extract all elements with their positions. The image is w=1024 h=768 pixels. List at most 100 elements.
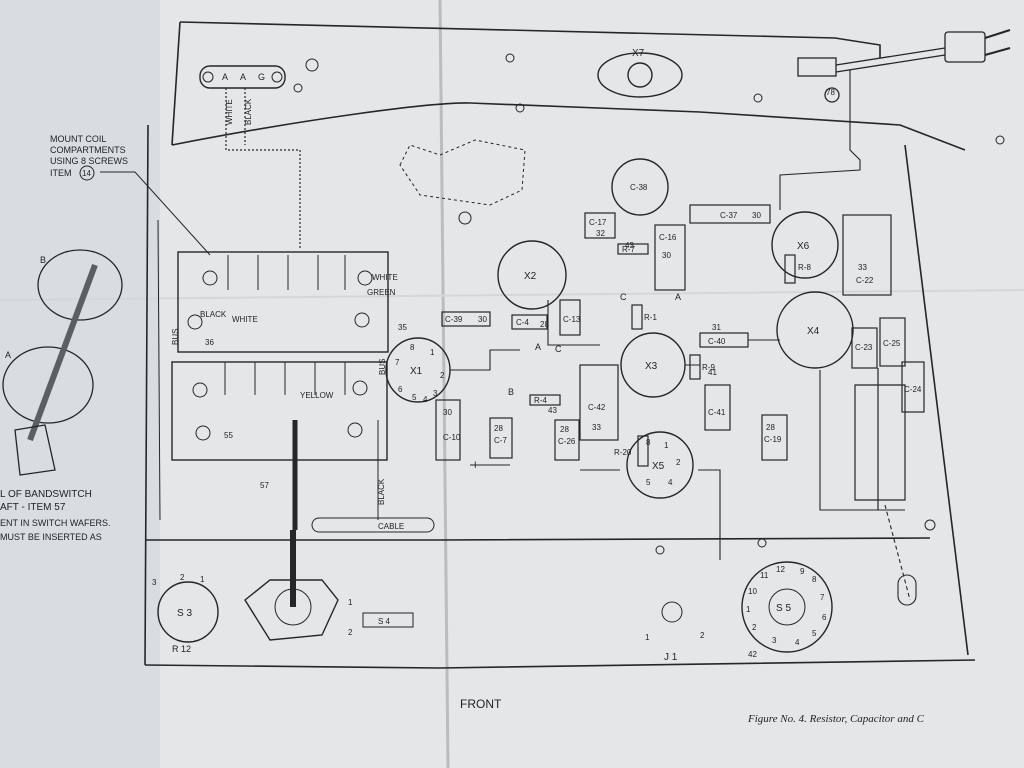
tube-label-x5: X5 [652,461,665,472]
label-c24: C-24 [904,385,922,394]
label-c26: C-26 [558,437,576,446]
item-30a: 30 [478,315,487,324]
switch-label-s5: S 5 [776,603,791,614]
s5-contact-10: 10 [748,587,757,596]
tube-label-x1: X1 [410,366,423,377]
cap-body-c39 [441,311,491,327]
wafer-bottom [2,346,94,424]
switch-shaft [27,263,98,442]
capacitor-labels: C-39 C-10 C-7 C-4 C-13 C-26 C-42 C-17 C-… [443,211,922,446]
note-line-2: COMPARTMENTS [50,145,126,155]
upper-coil-dividers [227,255,346,290]
front-label: FRONT [460,697,502,711]
note-item-number: 14 [82,169,91,178]
shaft-knob [897,574,917,606]
cap-body-c22 [842,214,892,296]
label-c22: C-22 [856,276,874,285]
pin-4: 4 [423,395,428,404]
hole [293,83,303,93]
chassis-front-panel-line [145,537,931,541]
wire-label-white-coil-2: WHITE [232,315,258,324]
cap-body-c26 [554,419,580,461]
tube-socket-x7 [597,52,683,98]
wafer-top [37,249,123,321]
tube-socket-x2 [497,240,567,310]
wire-label-black: BLACK [244,98,253,125]
coil-slug [187,314,203,330]
paper-shade-left [0,0,160,768]
wire-label-black-lead: BLACK [377,478,386,505]
item-36: 36 [205,338,214,347]
coil-compartment-lower [171,361,388,461]
note-leader [100,171,211,256]
coil-slug [354,312,370,328]
terminal-block: A A G WHITE BLACK [199,65,301,250]
item-33a: 33 [592,423,601,432]
pin-5: 5 [412,393,417,402]
label-c41: C-41 [708,408,726,417]
pin-7: 7 [395,358,400,367]
hole [995,135,1005,145]
trace [698,469,721,560]
shaft-coupler [14,424,56,476]
terminal-strip [199,65,286,89]
label-r20: R-20 [614,448,632,457]
control-r12 [157,581,219,643]
chassis-bottom-edge [144,659,976,669]
switch-label-s3: S 3 [177,608,192,619]
coil-slug [192,382,208,398]
cap-body-c4 [511,314,548,330]
chassis-left-edge [144,124,149,666]
capacitor-c38 [611,158,669,216]
trace [450,300,600,371]
hole [458,211,472,225]
item-30d: 30 [752,211,761,220]
cord-wire [835,47,946,73]
jack-j1 [661,601,683,623]
pin-2-x5: 2 [676,458,681,467]
label-r4: R-4 [534,396,547,405]
label-c7: C-7 [494,436,507,445]
label-c39: C-39 [445,315,463,324]
s3-pin-3: 3 [152,578,157,587]
terminal-g: G [258,72,265,82]
marker-i: I [474,460,477,470]
plug-body [944,31,986,63]
item-callouts: 30 30 28 28 28 43 43 33 33 32 30 30 41 3… [443,88,867,659]
item-43a: 43 [548,406,557,415]
trace [685,339,780,366]
note-line-1: MOUNT COIL [50,134,106,144]
fold-line-horizontal [0,289,1024,301]
tube-label-x2: X2 [524,271,537,282]
figure-caption: Figure No. 4. Resistor, Capacitor and C [747,713,925,725]
hole [757,538,767,548]
item-55: 55 [224,431,233,440]
wiring-traces [450,70,917,606]
marker-a: A [535,342,541,352]
wafer-note-2: MUST BE INSERTED AS [0,532,102,542]
label-c23: C-23 [855,343,873,352]
res-body-r8 [784,254,796,284]
label-c42: C-42 [588,403,606,412]
pin-1-x5: 1 [664,441,669,450]
s5-contact-5: 5 [812,629,817,638]
j1-pin-1: 1 [645,633,650,642]
tube-socket-x4 [776,291,854,369]
item-28d: 28 [766,423,775,432]
callout-circle [824,87,840,103]
wire-label-white: WHITE [225,99,234,125]
item-28c: 28 [560,425,569,434]
switch-s5-rotor [768,588,806,626]
item-32: 32 [596,229,605,238]
label-r7: R-7 [622,245,635,254]
s5-contact-4: 4 [795,638,800,647]
item-circle [79,165,95,181]
hole [305,58,319,72]
item-42: 42 [748,650,757,659]
label-c4: C-4 [516,318,529,327]
marker-c2: C [620,292,627,302]
label-c40: C-40 [708,337,726,346]
pin-4-x5: 4 [668,478,673,487]
